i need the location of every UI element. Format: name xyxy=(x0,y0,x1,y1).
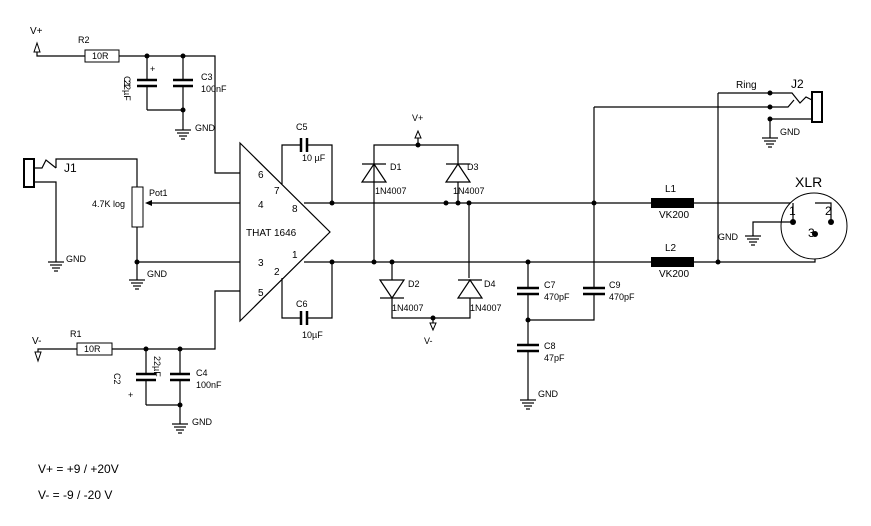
c5-name: C5 xyxy=(296,122,308,132)
resistor-r2: 10R R2 xyxy=(78,35,120,63)
gnd-symbol-c8: GND xyxy=(520,389,559,410)
capacitor-c7: C7 470pF xyxy=(517,262,570,345)
gnd-symbol-j1: GND xyxy=(48,254,87,272)
c1-name: C1 xyxy=(122,76,132,88)
j1-label: J1 xyxy=(64,161,77,175)
gnd-label-c1c3: GND xyxy=(195,123,216,133)
diode-d1: D1 1N4007 xyxy=(360,162,407,196)
capacitor-c5: C5 10 µF xyxy=(296,122,326,163)
c2-value: 22µF xyxy=(152,356,162,377)
capacitor-c8: C8 47pF xyxy=(517,341,565,400)
c3-name: C3 xyxy=(201,72,213,82)
xlr-pin-3: 3 xyxy=(808,226,815,240)
potentiometer-pot1: Pot1 4.7K log xyxy=(92,186,168,228)
ic-pin-8: 8 xyxy=(292,204,298,215)
c5-value: 10 µF xyxy=(302,153,326,163)
d2-part: 1N4007 xyxy=(392,303,424,313)
c4-value: 100nF xyxy=(196,380,222,390)
l1-part: VK200 xyxy=(659,210,689,221)
vplus-label-top: V+ xyxy=(30,26,43,37)
c7-name: C7 xyxy=(544,280,556,290)
c8-name: C8 xyxy=(544,341,556,351)
gnd-symbol-pot: GND xyxy=(129,269,168,290)
gnd-label-xlr: GND xyxy=(718,232,739,242)
capacitor-c1: + C1 22µF xyxy=(122,56,157,110)
r2-name: R2 xyxy=(78,35,90,45)
c6-name: C6 xyxy=(296,299,308,309)
d1-part: 1N4007 xyxy=(375,186,407,196)
c2-polarity: + xyxy=(128,390,133,400)
ic-pin-2: 2 xyxy=(274,267,280,278)
c6-value: 10µF xyxy=(302,330,323,340)
j2-label: J2 xyxy=(791,77,804,91)
c4-name: C4 xyxy=(196,368,208,378)
c8-value: 47pF xyxy=(544,353,565,363)
r2-value: 10R xyxy=(92,51,109,61)
gnd-label-pot: GND xyxy=(147,269,168,279)
xlr-pin-2: 2 xyxy=(825,204,832,218)
ic-pin-3: 3 xyxy=(258,258,264,269)
ic-pin-7: 7 xyxy=(274,186,280,197)
inductor-l1: L1 VK200 xyxy=(651,184,694,221)
ic-pin-1: 1 xyxy=(292,250,298,261)
d2-name: D2 xyxy=(408,279,420,289)
jack-j1: J1 xyxy=(23,158,77,262)
c1-polarity: + xyxy=(150,64,155,74)
vminus-label-diodes: V- xyxy=(424,336,433,346)
d4-part: 1N4007 xyxy=(470,303,502,313)
gnd-symbol-c2c4: GND xyxy=(172,417,213,434)
ic-name: THAT 1646 xyxy=(246,228,297,239)
capacitor-c3: C3 100nF xyxy=(173,56,227,110)
xlr-label: XLR xyxy=(795,174,822,190)
gnd-label-c2c4: GND xyxy=(192,417,213,427)
diode-d3: D3 1N4007 xyxy=(444,162,485,196)
pot1-name: Pot1 xyxy=(149,188,168,198)
gnd-label-j2: GND xyxy=(780,127,801,137)
ic-pin-4: 4 xyxy=(258,200,264,211)
c3-value: 100nF xyxy=(201,84,227,94)
supply-note-minus: V- = -9 / -20 V xyxy=(38,488,112,502)
supply-note-plus: V+ = +9 / +20V xyxy=(38,462,119,476)
vplus-supply-diodes: V+ xyxy=(412,113,423,145)
xlr-connector: XLR 1 2 3 GND xyxy=(718,174,848,260)
gnd-symbol-c1c3: GND xyxy=(175,123,216,140)
gnd-label-c8: GND xyxy=(538,389,559,399)
c2-name: C2 xyxy=(112,373,122,385)
d3-name: D3 xyxy=(467,162,479,172)
gnd-label-j1: GND xyxy=(66,254,87,264)
d3-part: 1N4007 xyxy=(453,186,485,196)
inductor-l2: L2 VK200 xyxy=(651,243,694,280)
diode-d4: D4 1N4007 xyxy=(456,278,502,313)
d4-name: D4 xyxy=(484,279,496,289)
r1-name: R1 xyxy=(70,329,82,339)
d1-name: D1 xyxy=(390,162,402,172)
capacitor-c9: C9 470pF xyxy=(583,107,635,302)
capacitor-c4: C4 100nF xyxy=(170,349,222,424)
capacitor-c6: C6 10µF xyxy=(296,299,323,340)
c1-value: 22µF xyxy=(122,80,132,101)
c9-name: C9 xyxy=(609,280,621,290)
vminus-supply-diodes: V- xyxy=(424,318,437,346)
capacitor-c2: + C2 22µF xyxy=(112,349,162,405)
l1-name: L1 xyxy=(665,184,677,195)
diode-d2: D2 1N4007 xyxy=(378,262,424,313)
pot1-value: 4.7K log xyxy=(92,199,125,209)
resistor-r1: 10R R1 xyxy=(70,329,113,356)
vminus-supply-bottom: V- xyxy=(32,336,77,363)
vplus-supply-top: V+ xyxy=(30,26,85,57)
c9-value: 470pF xyxy=(609,292,635,302)
j2-ring-label: Ring xyxy=(736,80,757,91)
vminus-label-bottom: V- xyxy=(32,336,41,347)
ic-pin-6: 6 xyxy=(258,170,264,181)
c7-value: 470pF xyxy=(544,292,570,302)
vplus-label-diodes: V+ xyxy=(412,113,423,123)
jack-j2: Ring J2 GND xyxy=(718,77,823,148)
ic-that1646: THAT 1646 6 4 3 5 7 8 1 2 xyxy=(239,141,331,323)
ic-pin-5: 5 xyxy=(258,288,264,299)
r1-value: 10R xyxy=(84,344,101,354)
l2-name: L2 xyxy=(665,243,677,254)
l2-part: VK200 xyxy=(659,269,689,280)
